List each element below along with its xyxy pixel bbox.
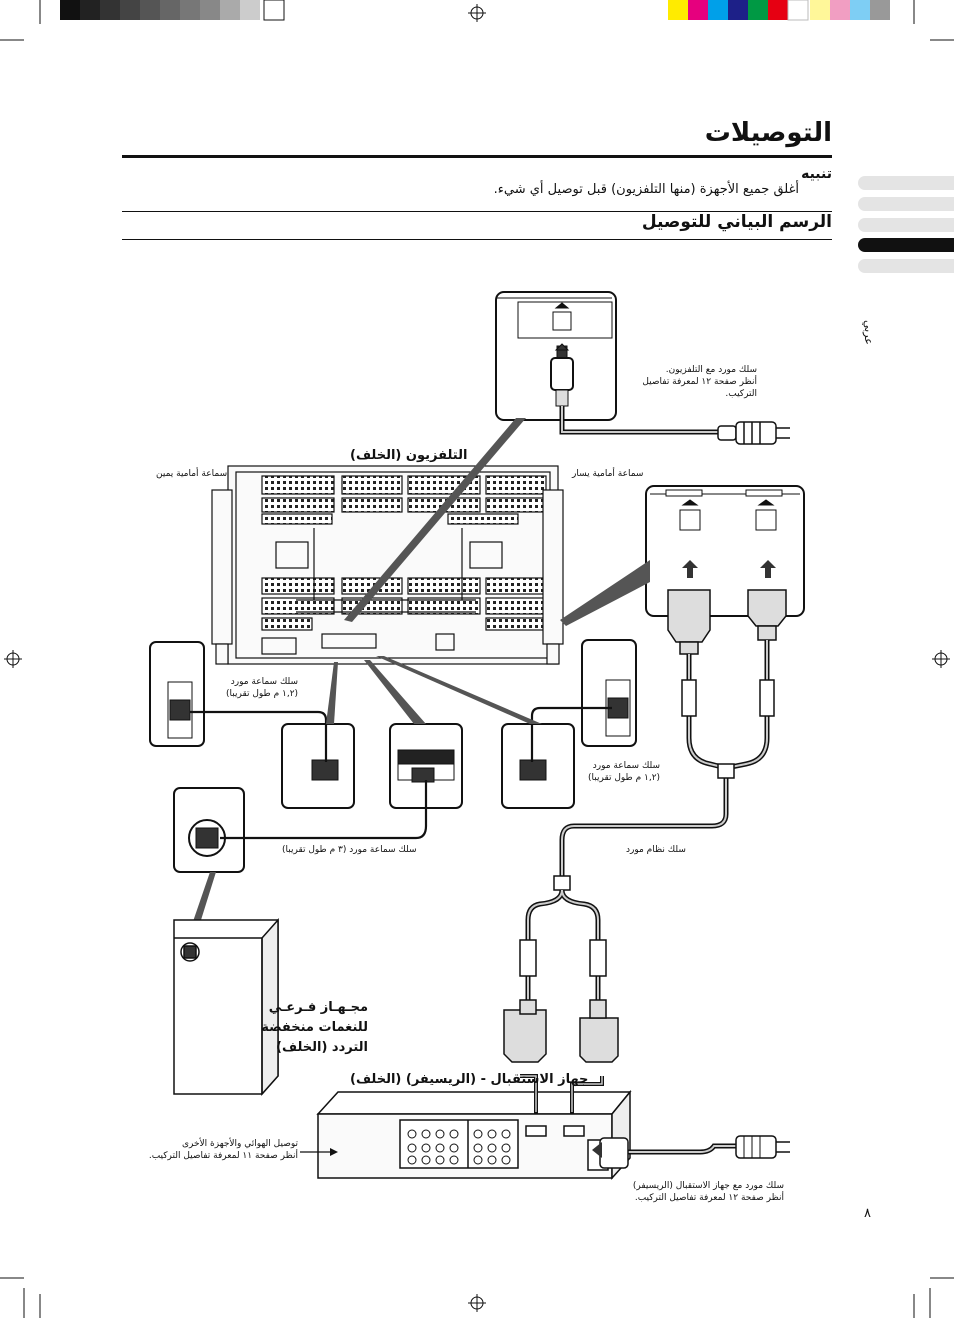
antenna-note-line-1: توصيل الهوائي والأجهزة الأخرى [181, 1139, 298, 1149]
speaker-cables [190, 706, 612, 840]
color-bar [668, 0, 890, 21]
side-tab-2 [858, 197, 954, 211]
speaker-cable-right-line-1: سلك سماعة مورد [592, 761, 661, 771]
subwoofer-label-line-2: للنغمات منخفضة [261, 1020, 368, 1035]
grayscale-bar [60, 0, 285, 21]
speaker-cable-right-line-2: (١,٢ م طول تقريبا) [588, 773, 661, 783]
receiver-power-cord-note: سلك مورد مع جهاز الاستقبال (الريسيفر) أن… [633, 1180, 784, 1204]
receiver-jacks [407, 1129, 511, 1165]
section-rule-top [122, 211, 832, 212]
tv-power-plug [717, 421, 790, 445]
side-tab-3 [858, 218, 954, 232]
tv-power-cord-note-line-3: التركيب. [725, 389, 757, 399]
tv-rear-panel [227, 465, 559, 665]
system-plugs [667, 589, 787, 655]
section-title: الرسم البياني للتوصيل [641, 212, 832, 232]
receiver [316, 1089, 632, 1180]
receiver-label: جهاز الاستقبال - (الريسيفر) (الخلف) [350, 1072, 589, 1087]
side-tab-language-label: عربي [862, 320, 875, 345]
page-number: ٨ [864, 1206, 871, 1221]
tv-power-inset [495, 291, 617, 421]
speaker-cable-left-line-1: سلك سماعة مورد [230, 677, 299, 687]
antenna-note: توصيل الهوائي والأجهزة الأخرى أنظر صفحة … [149, 1138, 298, 1162]
speaker-cable-left-note: سلك سماعة مورد (١,٢ م طول تقريبا) [226, 676, 298, 700]
antenna-note-line-2: أنظر صفحة ١١ لمعرفة تفاصيل التركيب. [148, 1151, 298, 1161]
subwoofer-label: مجـهـاز فـرعـي للنغمات منخفضة التردد (ال… [261, 998, 368, 1058]
speaker-cable-sub-note: سلك سماعة مورد (٣ م طول تقريبا) [282, 845, 417, 855]
front-speakers [211, 489, 564, 665]
subwoofer-label-line-1: مجـهـاز فـرعـي [268, 1000, 368, 1015]
front-speaker-left-label: سماعة أمامية يسار [572, 469, 644, 479]
tv-power-cord-note-line-2: أنظر صفحة ١٢ لمعرفة تفاصيل [642, 377, 757, 387]
receiver-power-cord [592, 1135, 790, 1169]
subwoofer-label-line-3: التردد (الخلف) [276, 1040, 368, 1055]
section-rule-bottom [122, 239, 832, 240]
front-speaker-right-label: سماعة أمامية يمين [156, 469, 228, 479]
receiver-power-cord-line-1: سلك مورد مع جهاز الاستقبال (الريسيفر) [632, 1181, 784, 1191]
side-tab-5 [858, 259, 954, 273]
receiver-power-cord-line-2: أنظر صفحة ١٢ لمعرفة تفاصيل التركيب. [634, 1193, 784, 1203]
speaker-cable-left-line-2: (١,٢ م طول تقريبا) [226, 689, 299, 699]
title-rule [122, 155, 832, 158]
side-tab-active [858, 238, 954, 252]
caution-text: أغلق جميع الأجهزة (منها التلفزيون) قبل ت… [493, 182, 799, 197]
tv-rear-label: التلفزيون (الخلف) [350, 448, 468, 463]
system-cable-note: سلك نظام مورد [626, 845, 686, 855]
side-tab-1 [858, 176, 954, 190]
subwoofer [173, 918, 279, 1096]
arrows-up [682, 560, 776, 578]
tv-power-cord-note-line-1: سلك مورد مع التلفزيون. [665, 365, 757, 375]
tv-power-cord-note: سلك مورد مع التلفزيون. أنظر صفحة ١٢ لمعر… [642, 364, 757, 400]
speaker-cable-right-note: سلك سماعة مورد (١,٢ م طول تقريبا) [588, 760, 660, 784]
caution-label: تنبيه [801, 166, 832, 182]
page-title: التوصيلات [704, 118, 832, 148]
